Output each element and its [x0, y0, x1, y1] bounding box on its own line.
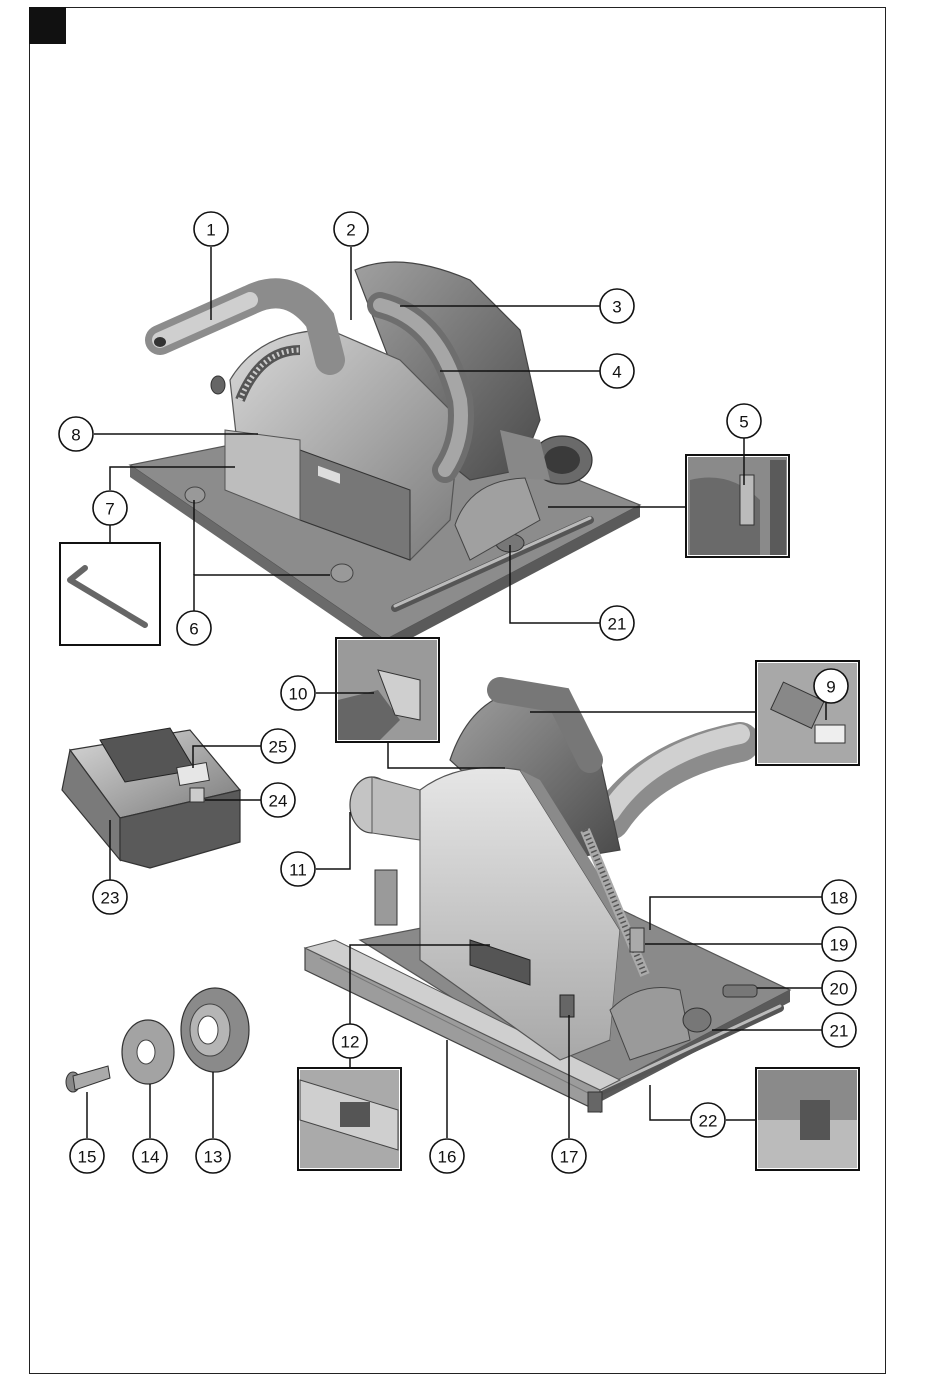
- callout-number: 11: [289, 861, 307, 880]
- callout-number: 21: [608, 615, 627, 634]
- callout-6: 6: [177, 611, 211, 645]
- callout-9: 9: [814, 669, 848, 703]
- callout-8: 8: [59, 417, 93, 451]
- callout-number: 14: [141, 1148, 160, 1167]
- callout-2: 2: [334, 212, 368, 246]
- callout-1: 1: [194, 212, 228, 246]
- callout-number: 12: [341, 1033, 360, 1052]
- saw-side-view: [305, 690, 790, 1112]
- callout-5: 5: [727, 404, 761, 438]
- callout-20: 20: [822, 971, 856, 1005]
- callout-number: 22: [699, 1112, 718, 1131]
- callout-number: 9: [826, 678, 835, 697]
- callout-16: 16: [430, 1139, 464, 1173]
- callout-number: 17: [560, 1148, 579, 1167]
- callout-18: 18: [822, 880, 856, 914]
- callout-number: 24: [269, 792, 288, 811]
- callout-number: 10: [289, 685, 308, 704]
- callout-number: 20: [830, 980, 849, 999]
- callout-number: 1: [206, 221, 215, 240]
- callout-7: 7: [93, 491, 127, 525]
- callout-number: 13: [204, 1148, 223, 1167]
- callout-number: 4: [612, 363, 621, 382]
- callout-14: 14: [133, 1139, 167, 1173]
- callout-number: 23: [101, 889, 120, 908]
- callout-number: 3: [612, 298, 621, 317]
- callout-number: 16: [438, 1148, 457, 1167]
- callout-24: 24: [261, 783, 295, 817]
- callout-19: 19: [822, 927, 856, 961]
- callout-number: 21: [830, 1022, 849, 1041]
- callout-number: 8: [71, 426, 80, 445]
- callout-number: 2: [346, 221, 355, 240]
- callout-number: 5: [739, 413, 748, 432]
- callout-13: 13: [196, 1139, 230, 1173]
- callout-3: 3: [600, 289, 634, 323]
- callout-number: 19: [830, 936, 849, 955]
- callout-number: 18: [830, 889, 849, 908]
- callout-4: 4: [600, 354, 634, 388]
- callout-15: 15: [70, 1139, 104, 1173]
- callout-17: 17: [552, 1139, 586, 1173]
- callout-number: 25: [269, 738, 288, 757]
- callout-10: 10: [281, 676, 315, 710]
- callout-11: 11: [281, 852, 315, 886]
- callout-21: 21: [600, 606, 634, 640]
- callout-21: 21: [822, 1013, 856, 1047]
- battery-pack: [62, 728, 240, 868]
- blade-fastening-parts: [66, 988, 249, 1092]
- callout-23: 23: [93, 880, 127, 914]
- callout-25: 25: [261, 729, 295, 763]
- saw-top-view: [130, 262, 640, 652]
- callout-12: 12: [333, 1024, 367, 1058]
- callout-22: 22: [691, 1103, 725, 1137]
- callout-number: 7: [105, 500, 114, 519]
- hex-key-inset: [60, 543, 160, 645]
- callout-number: 15: [78, 1148, 97, 1167]
- callout-number: 6: [189, 620, 198, 639]
